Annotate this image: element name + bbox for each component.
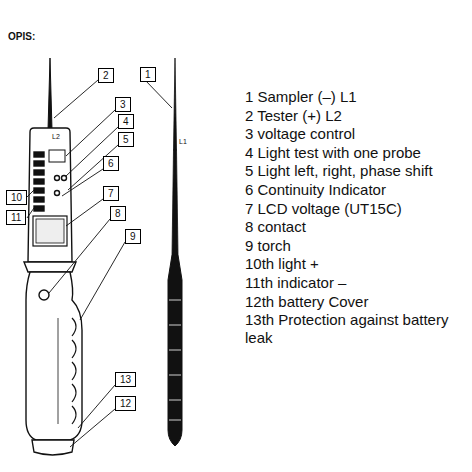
callout-number: 3 (115, 97, 131, 112)
part-description: 11th indicator – (245, 274, 346, 292)
callout-number: 9 (125, 229, 141, 244)
contact-button (39, 290, 49, 300)
tester-head (28, 128, 72, 262)
grip-ridges (58, 318, 76, 424)
voltage-tester (24, 58, 82, 455)
collar (24, 262, 76, 272)
part-description: 6 Continuity Indicator (245, 181, 386, 199)
callout-number: 8 (110, 206, 126, 221)
terminal-label: L1 (179, 138, 187, 146)
part-description: 4 Light test with one probe (245, 144, 421, 162)
part-description: 13th Protection against battery leak (245, 311, 450, 347)
part-description: 3 voltage control (245, 125, 355, 143)
part-description: 8 contact (245, 218, 306, 236)
callout-number: 2 (98, 68, 114, 83)
led-column (34, 152, 44, 211)
part-description: 2 Tester (+) L2 (245, 107, 342, 125)
callout-number: 12 (115, 396, 136, 411)
callout-number: 7 (103, 186, 119, 201)
lcd-display (33, 216, 67, 246)
tester-handle (26, 272, 82, 440)
probe-tip (48, 58, 52, 130)
callout-number: 6 (103, 156, 119, 171)
indicator-lamp (55, 176, 60, 181)
part-description: 12th battery Cover (245, 293, 368, 311)
sampler-probe (168, 58, 182, 446)
part-description: 10th light + (245, 255, 319, 273)
part-description: 9 torch (245, 237, 291, 255)
part-description: 1 Sampler (–) L1 (245, 88, 357, 106)
callout-number: 11 (6, 210, 26, 225)
callout-number: 13 (115, 372, 136, 387)
battery-cover (32, 440, 74, 455)
callout-number: 4 (118, 114, 134, 129)
leader-lines (27, 80, 172, 447)
part-description: 7 LCD voltage (UT15C) (245, 200, 402, 218)
voltage-window (49, 150, 65, 162)
indicator-lamp (55, 191, 60, 196)
callout-number: 1 (140, 67, 156, 82)
indicator-lamp (62, 176, 67, 181)
part-description: 5 Light left, right, phase shift (245, 162, 433, 180)
terminal-label: L2 (52, 133, 60, 141)
callout-number: 5 (118, 132, 134, 147)
heading-label: OPIS: (8, 31, 35, 43)
callout-number: 10 (6, 190, 27, 205)
